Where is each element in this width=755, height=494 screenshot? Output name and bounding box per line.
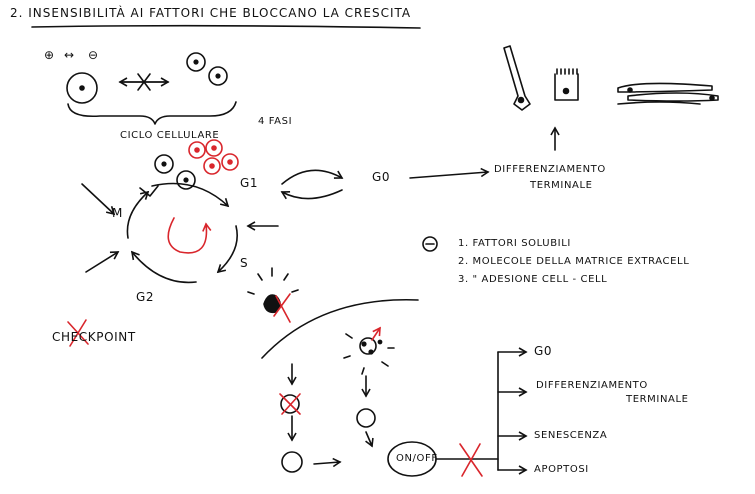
phase-s-label: S [240,256,249,270]
checkpoint-label: CHECKPOINT [52,330,136,344]
input-arrow-m [81,183,116,216]
cycle-brace [67,101,237,125]
cell-in-matrix [359,337,377,355]
cycle-arrow-right [216,225,238,274]
minus-circle-icon [422,236,438,252]
top-cell-small-1 [186,52,206,72]
dropped-cell-2 [356,408,376,428]
factor-item-1: 1. FATTORI SOLUBILI [458,238,571,249]
plus-symbol: ⊕ [44,48,55,62]
red-arrow-matrix [371,326,381,341]
top-cell-small-2 [208,66,228,86]
red-cell-3 [203,157,221,175]
cycle-cell-1 [154,154,174,174]
phase-g2-label: G2 [136,290,155,304]
to-switch-arrow [313,457,342,468]
fate-apoptosis-label: APOPTOSI [534,464,589,475]
blocked-cross [137,73,151,91]
switch-label: ON/OFF [396,453,438,464]
red-cross-drop [279,393,301,415]
factor-item-2: 2. MOLECOLE DELLA MATRICE EXTRACELL [458,256,690,267]
input-arrow-g2 [85,251,120,273]
matrix-curve [261,298,419,359]
epithelial-cell [554,68,579,101]
g0-arrow-forward [281,169,344,185]
red-cycle-arrow [167,217,212,254]
red-cell-1 [188,141,206,159]
top-cell-large [66,72,98,104]
cycle-arrow-bottom [130,250,197,284]
cycle-arrow-top [151,182,230,208]
factor-item-3: 3. " ADESIONE CELL - CELL [458,274,608,285]
muscle-fibers [617,82,719,105]
minus-symbol: ⊖ [88,48,99,62]
page-title: 2. INSENSIBILITÀ AI FATTORI CHE BLOCCANO… [10,6,412,20]
dropped-cell-3 [281,451,303,473]
fate-senescence-label: SENESCENZA [534,430,608,441]
phase-g1-label: G1 [240,176,259,190]
g0-arrow-back [280,189,343,200]
drop-arrow-4 [365,431,374,448]
title-underline [31,24,421,29]
phases-count-label: 4 FASI [258,116,293,127]
cycle-cell-2 [176,170,196,190]
neuron-cell [503,45,531,111]
dropped-cell-1 [280,394,300,414]
red-cross-checkpoint [67,319,89,347]
red-cell-4 [221,153,239,171]
cycle-arrow-left [126,190,150,239]
red-cross-switch [459,443,483,477]
diff-label-line1: DIFFERENZIAMENTO [494,164,606,175]
g0-label: G0 [372,170,391,184]
fate-diff-label: DIFFERENZIAMENTO [536,380,648,391]
exchange-symbol: ↔ [64,48,75,62]
fate-g0-label: G0 [534,344,553,358]
cycle-label: CICLO CELLULARE [120,130,220,141]
g0-to-diff-arrow [409,167,490,179]
diff-label-line2: TERMINALE [530,180,593,191]
red-cross-surface [273,293,291,323]
phase-m-label: M [112,206,123,220]
red-cell-2 [205,139,223,157]
fate-diff-sub-label: TERMINALE [626,394,689,405]
